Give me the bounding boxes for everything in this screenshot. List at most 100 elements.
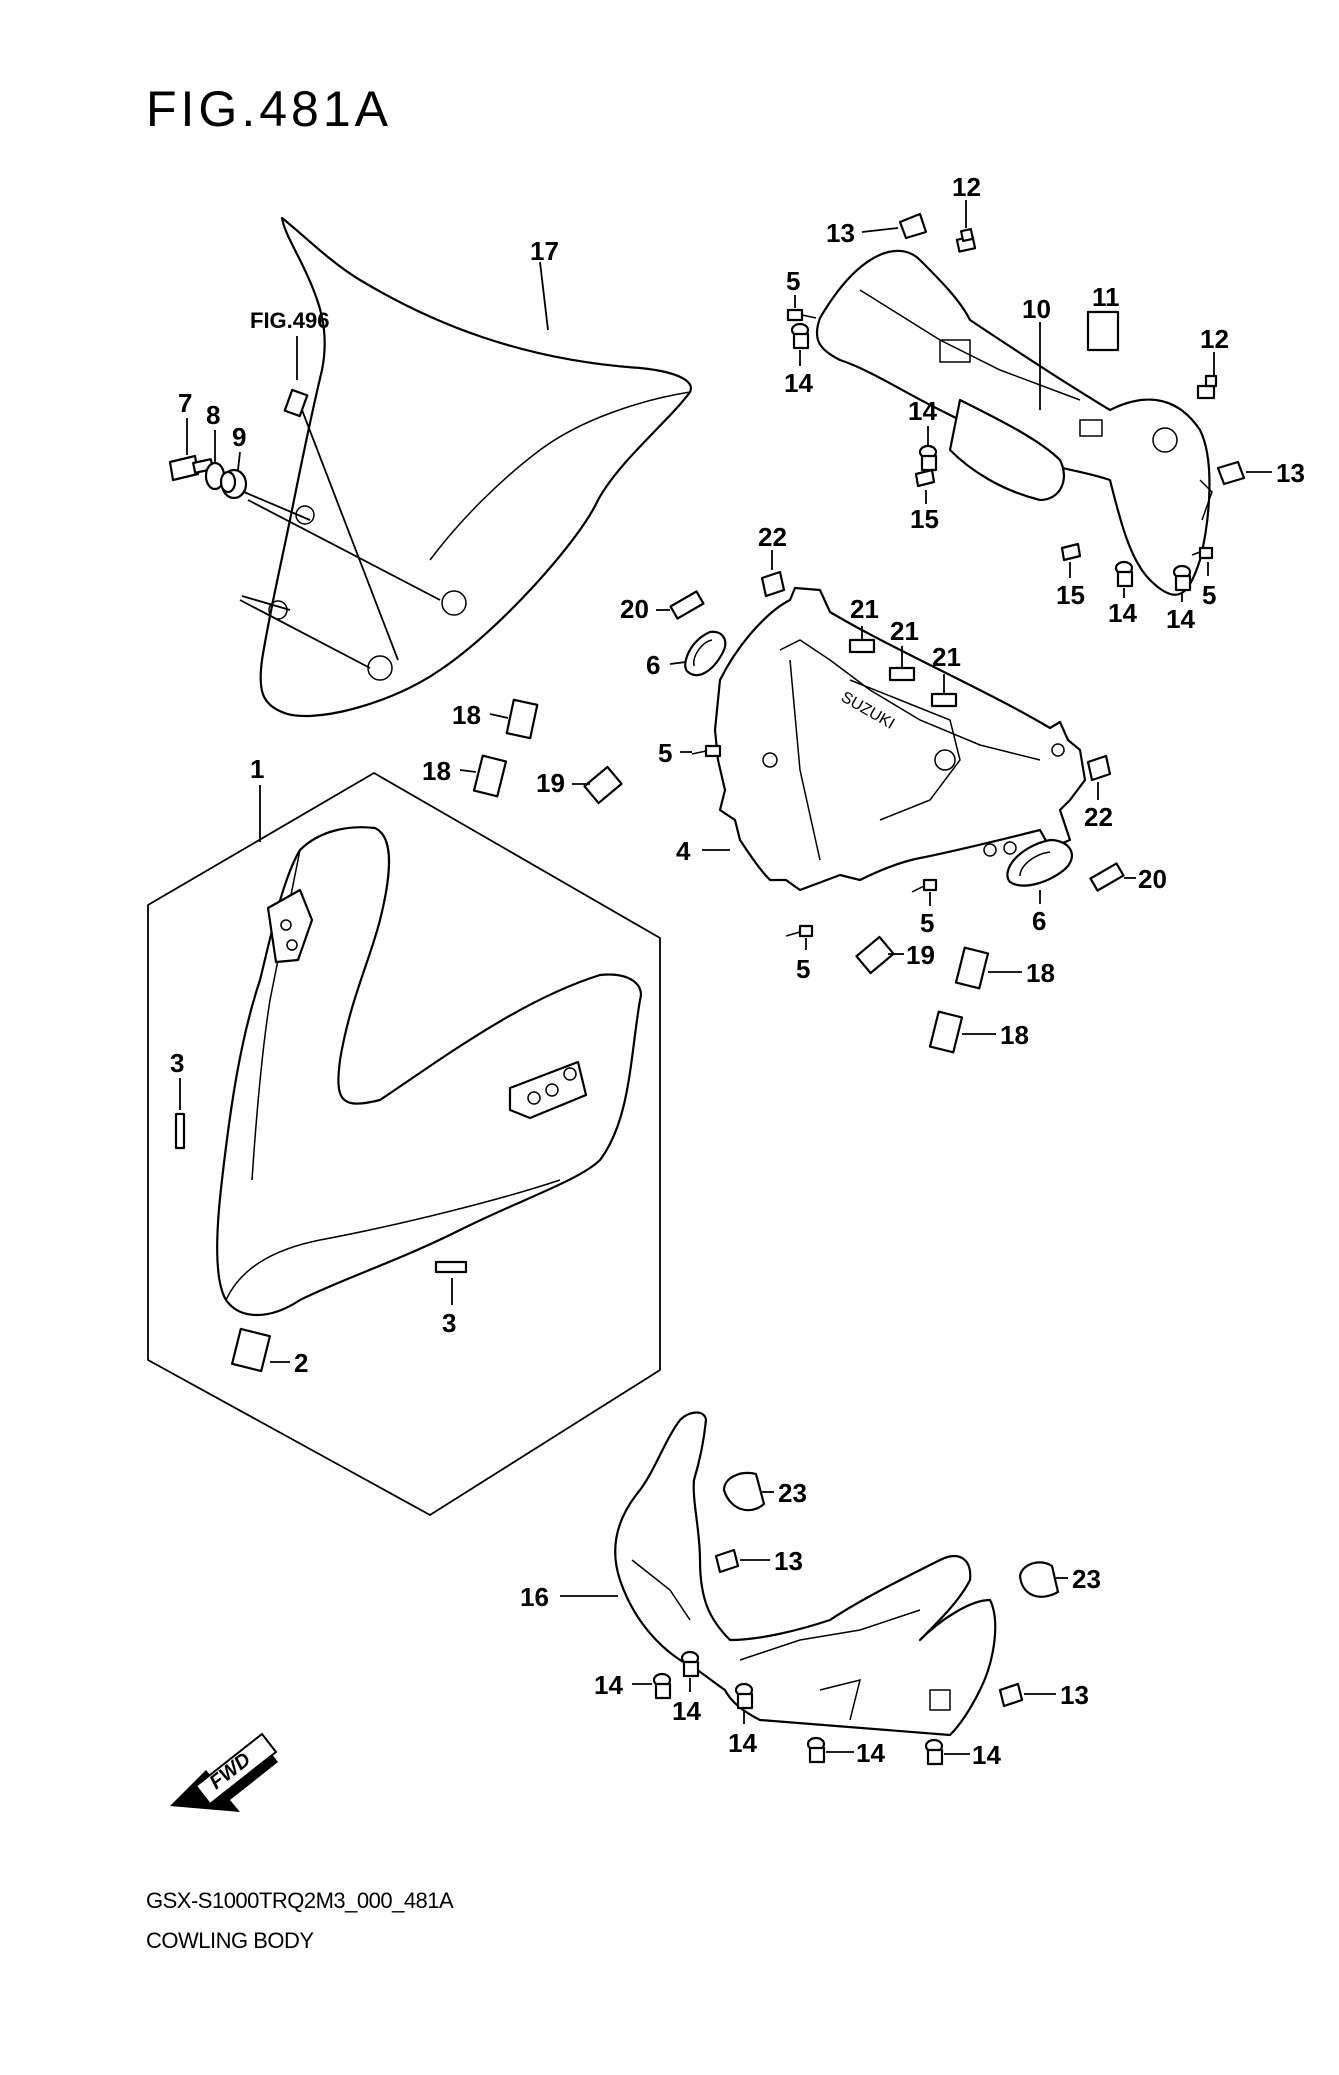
screw-5[interactable] <box>691 744 722 758</box>
assembly-outline-1 <box>147 771 661 1517</box>
label-sticker <box>283 388 309 418</box>
seal-6[interactable] <box>1006 838 1073 887</box>
screw-5[interactable] <box>785 924 814 938</box>
callout-13: 13 <box>826 218 855 248</box>
callout-14: 14 <box>594 1670 623 1700</box>
callout-12: 12 <box>952 172 981 202</box>
reference-fig-496[interactable]: FIG.496 <box>250 308 329 333</box>
grommet-14[interactable] <box>734 1682 754 1710</box>
callout-14: 14 <box>908 396 937 426</box>
pad-21 <box>848 638 876 654</box>
callout-14: 14 <box>728 1728 757 1758</box>
grommet-14[interactable] <box>680 1650 700 1678</box>
callout-21: 21 <box>890 616 919 646</box>
callout-7: 7 <box>178 388 192 418</box>
sticker-2 <box>230 1327 272 1373</box>
callout-6: 6 <box>1032 906 1046 936</box>
grommet-14[interactable] <box>924 1738 944 1766</box>
grommet-14[interactable] <box>1114 560 1134 588</box>
cap-23[interactable] <box>1018 1561 1060 1598</box>
callout-3: 3 <box>442 1308 456 1338</box>
callout-21: 21 <box>850 594 879 624</box>
callout-14: 14 <box>1108 598 1137 628</box>
sticker-18 <box>505 698 539 740</box>
inner-panel[interactable]: SUZUKI <box>713 586 1087 892</box>
callout-23: 23 <box>1072 1564 1101 1594</box>
grommet-14[interactable] <box>1172 564 1192 592</box>
callout-3: 3 <box>170 1048 184 1078</box>
clip-15[interactable] <box>914 468 936 488</box>
callout-9: 9 <box>232 422 246 452</box>
screw-5[interactable] <box>911 878 938 893</box>
grommet-14[interactable] <box>918 444 938 472</box>
screw-5[interactable] <box>1191 546 1214 560</box>
figure-title: FIG.481A <box>146 81 392 137</box>
nut-13[interactable] <box>898 212 928 240</box>
callout-1: 1 <box>250 754 264 784</box>
callout-15: 15 <box>1056 580 1085 610</box>
forward-arrow-icon: FWD <box>170 1732 278 1812</box>
callout-19: 19 <box>536 768 565 798</box>
callout-14: 14 <box>784 368 813 398</box>
clip-15[interactable] <box>1060 542 1082 562</box>
seal-6[interactable] <box>684 630 727 677</box>
sticker-18 <box>472 754 508 798</box>
callout-21: 21 <box>932 642 961 672</box>
callout-20: 20 <box>620 594 649 624</box>
pad-21 <box>930 692 958 708</box>
callout-13: 13 <box>1060 1680 1089 1710</box>
grommet-14[interactable] <box>652 1672 672 1700</box>
sticker-11 <box>1086 310 1120 352</box>
diagram-name: COWLING BODY <box>146 1928 314 1953</box>
callout-14: 14 <box>1166 604 1195 634</box>
grommet-14[interactable] <box>806 1736 826 1764</box>
sticker-18 <box>954 946 990 990</box>
windscreen[interactable] <box>259 216 693 718</box>
nut-22[interactable] <box>760 570 786 598</box>
nut-22[interactable] <box>1086 754 1112 782</box>
callout-14: 14 <box>672 1696 701 1726</box>
sticker-19 <box>583 765 623 805</box>
nut-13[interactable] <box>1216 460 1246 486</box>
sticker-19 <box>855 935 895 975</box>
front-cowling[interactable] <box>216 826 643 1317</box>
callout-14: 14 <box>856 1738 885 1768</box>
screen-bolt[interactable] <box>168 454 214 482</box>
callout-18: 18 <box>1000 1020 1029 1050</box>
sticker-3 <box>434 1260 468 1274</box>
nut-13[interactable] <box>998 1682 1024 1708</box>
callout-6: 6 <box>646 650 660 680</box>
callout-8: 8 <box>206 400 220 430</box>
callout-5: 5 <box>796 954 810 984</box>
callout-16: 16 <box>520 1582 549 1612</box>
nut-13[interactable] <box>714 1548 740 1574</box>
callout-13: 13 <box>1276 458 1305 488</box>
lower-cowling[interactable] <box>614 1411 997 1737</box>
callout-5: 5 <box>920 908 934 938</box>
callout-13: 13 <box>774 1546 803 1576</box>
callout-5: 5 <box>786 266 800 296</box>
pad-20 <box>669 590 705 620</box>
grommet-14[interactable] <box>790 322 810 350</box>
cap-23[interactable] <box>722 1471 766 1512</box>
callout-20: 20 <box>1138 864 1167 894</box>
callout-5: 5 <box>1202 580 1216 610</box>
screw-12[interactable] <box>955 227 977 253</box>
screw-12[interactable] <box>1196 374 1218 400</box>
callout-10: 10 <box>1022 294 1051 324</box>
grommet[interactable] <box>219 468 248 500</box>
pad-20 <box>1089 862 1125 892</box>
callout-17: 17 <box>530 236 559 266</box>
screw-5[interactable] <box>786 308 817 322</box>
callout-18: 18 <box>452 700 481 730</box>
callout-18: 18 <box>1026 958 1055 988</box>
callout-22: 22 <box>758 522 787 552</box>
cowling-bracket[interactable] <box>815 249 1213 596</box>
callout-5: 5 <box>658 738 672 768</box>
sticker-3 <box>174 1112 186 1150</box>
callout-18: 18 <box>422 756 451 786</box>
callout-23: 23 <box>778 1478 807 1508</box>
callout-11: 11 <box>1092 282 1120 312</box>
